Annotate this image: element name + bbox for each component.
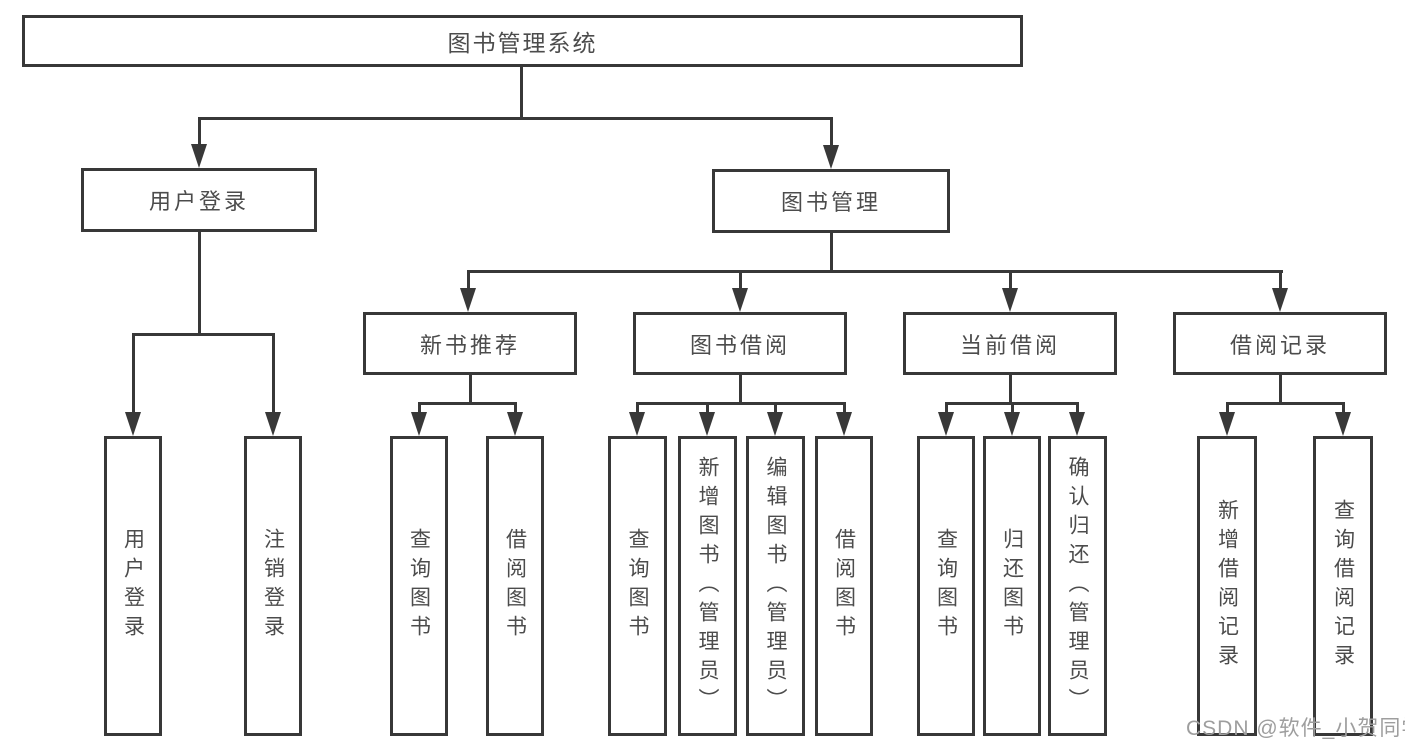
connector-vline <box>1075 402 1079 414</box>
connector-vline <box>1278 375 1282 405</box>
node-label: 用户登录 <box>148 189 249 214</box>
node-label: 图书管理 <box>780 190 881 215</box>
arrowhead-down-icon <box>191 144 207 168</box>
node-label: 借阅图书 <box>832 528 856 644</box>
arrowhead-down-icon <box>1002 288 1018 312</box>
node-label: 借阅图书 <box>503 528 527 644</box>
node-label: 查询图书 <box>407 528 431 644</box>
leaf-edit-books-admin: 编辑图书（管理员） <box>746 436 805 736</box>
connector-vline <box>635 402 639 414</box>
arrowhead-down-icon <box>823 145 839 169</box>
node-current-borrowing: 当前借阅 <box>903 312 1117 375</box>
arrowhead-down-icon <box>732 288 748 312</box>
leaf-add-books-admin: 新增图书（管理员） <box>678 436 737 736</box>
leaf-query-books-borrow: 查询图书 <box>608 436 667 736</box>
leaf-query-borrow-record: 查询借阅记录 <box>1313 436 1373 736</box>
connector-hline <box>417 402 517 405</box>
node-label: 借阅记录 <box>1229 332 1330 358</box>
connector-vline <box>131 333 135 415</box>
connector-vline <box>1010 402 1014 414</box>
arrowhead-down-icon <box>265 412 281 436</box>
leaf-add-borrow-record: 新增借阅记录 <box>1197 436 1257 736</box>
connector-hline <box>131 333 275 336</box>
connector-vline <box>829 233 833 273</box>
leaf-query-books-current: 查询图书 <box>917 436 975 736</box>
leaf-borrow-books-recommend: 借阅图书 <box>486 436 544 736</box>
connector-vline <box>519 67 523 120</box>
node-label: 新书推荐 <box>419 332 520 358</box>
connector-vline <box>197 232 201 336</box>
node-label: 编辑图书（管理员） <box>764 455 788 717</box>
node-label: 注销登录 <box>261 528 285 644</box>
leaf-user-login: 用户登录 <box>104 436 162 736</box>
connector-vline <box>1008 270 1012 290</box>
connector-hline <box>635 402 846 405</box>
node-label: 新增借阅记录 <box>1215 499 1239 673</box>
node-book-management: 图书管理 <box>712 169 950 233</box>
connector-vline <box>1341 402 1345 414</box>
arrowhead-down-icon <box>1219 412 1235 436</box>
connector-hline <box>1225 402 1344 405</box>
connector-vline <box>417 402 421 414</box>
arrowhead-down-icon <box>1004 412 1020 436</box>
arrowhead-down-icon <box>938 412 954 436</box>
connector-vline <box>468 375 472 405</box>
node-book-management-system: 图书管理系统 <box>22 15 1023 67</box>
connector-vline <box>1225 402 1229 414</box>
arrowhead-down-icon <box>1335 412 1351 436</box>
node-label: 查询图书 <box>934 528 958 644</box>
connector-vline <box>1008 375 1012 405</box>
node-label: 图书管理系统 <box>447 30 598 56</box>
connector-vline <box>829 117 833 147</box>
arrowhead-down-icon <box>460 288 476 312</box>
arrowhead-down-icon <box>836 412 852 436</box>
connector-vline <box>513 402 517 414</box>
arrowhead-down-icon <box>1272 288 1288 312</box>
node-book-borrowing: 图书借阅 <box>633 312 847 375</box>
connector-vline <box>842 402 846 414</box>
connector-vline <box>466 270 470 290</box>
connector-vline <box>738 270 742 290</box>
connector-vline <box>197 117 201 147</box>
watermark: CSDN @软件_小贺同学 <box>1186 717 1405 740</box>
node-label: 图书借阅 <box>689 332 790 358</box>
arrowhead-down-icon <box>699 412 715 436</box>
node-label: 归还图书 <box>1000 528 1024 644</box>
node-label: 查询图书 <box>626 528 650 644</box>
node-new-book-recommend: 新书推荐 <box>363 312 577 375</box>
arrowhead-down-icon <box>767 412 783 436</box>
connector-vline <box>271 333 275 415</box>
leaf-confirm-return-admin: 确认归还（管理员） <box>1048 436 1107 736</box>
arrowhead-down-icon <box>507 412 523 436</box>
connector-vline <box>705 402 709 414</box>
node-label: 用户登录 <box>121 528 145 644</box>
connector-vline <box>944 402 948 414</box>
connector-vline <box>1278 270 1282 290</box>
arrowhead-down-icon <box>629 412 645 436</box>
node-borrowing-records: 借阅记录 <box>1173 312 1387 375</box>
arrowhead-down-icon <box>125 412 141 436</box>
node-label: 新增图书（管理员） <box>696 455 720 717</box>
arrowhead-down-icon <box>411 412 427 436</box>
leaf-query-books-recommend: 查询图书 <box>390 436 448 736</box>
leaf-return-books: 归还图书 <box>983 436 1041 736</box>
node-label: 确认归还（管理员） <box>1066 455 1090 717</box>
connector-vline <box>738 375 742 405</box>
connector-vline <box>773 402 777 414</box>
leaf-logout: 注销登录 <box>244 436 302 736</box>
node-label: 当前借阅 <box>959 332 1060 358</box>
connector-hline <box>466 270 1283 273</box>
arrowhead-down-icon <box>1069 412 1085 436</box>
leaf-borrow-books: 借阅图书 <box>815 436 873 736</box>
connector-hline <box>197 117 833 120</box>
node-user-login: 用户登录 <box>81 168 317 232</box>
node-label: 查询借阅记录 <box>1331 499 1355 673</box>
